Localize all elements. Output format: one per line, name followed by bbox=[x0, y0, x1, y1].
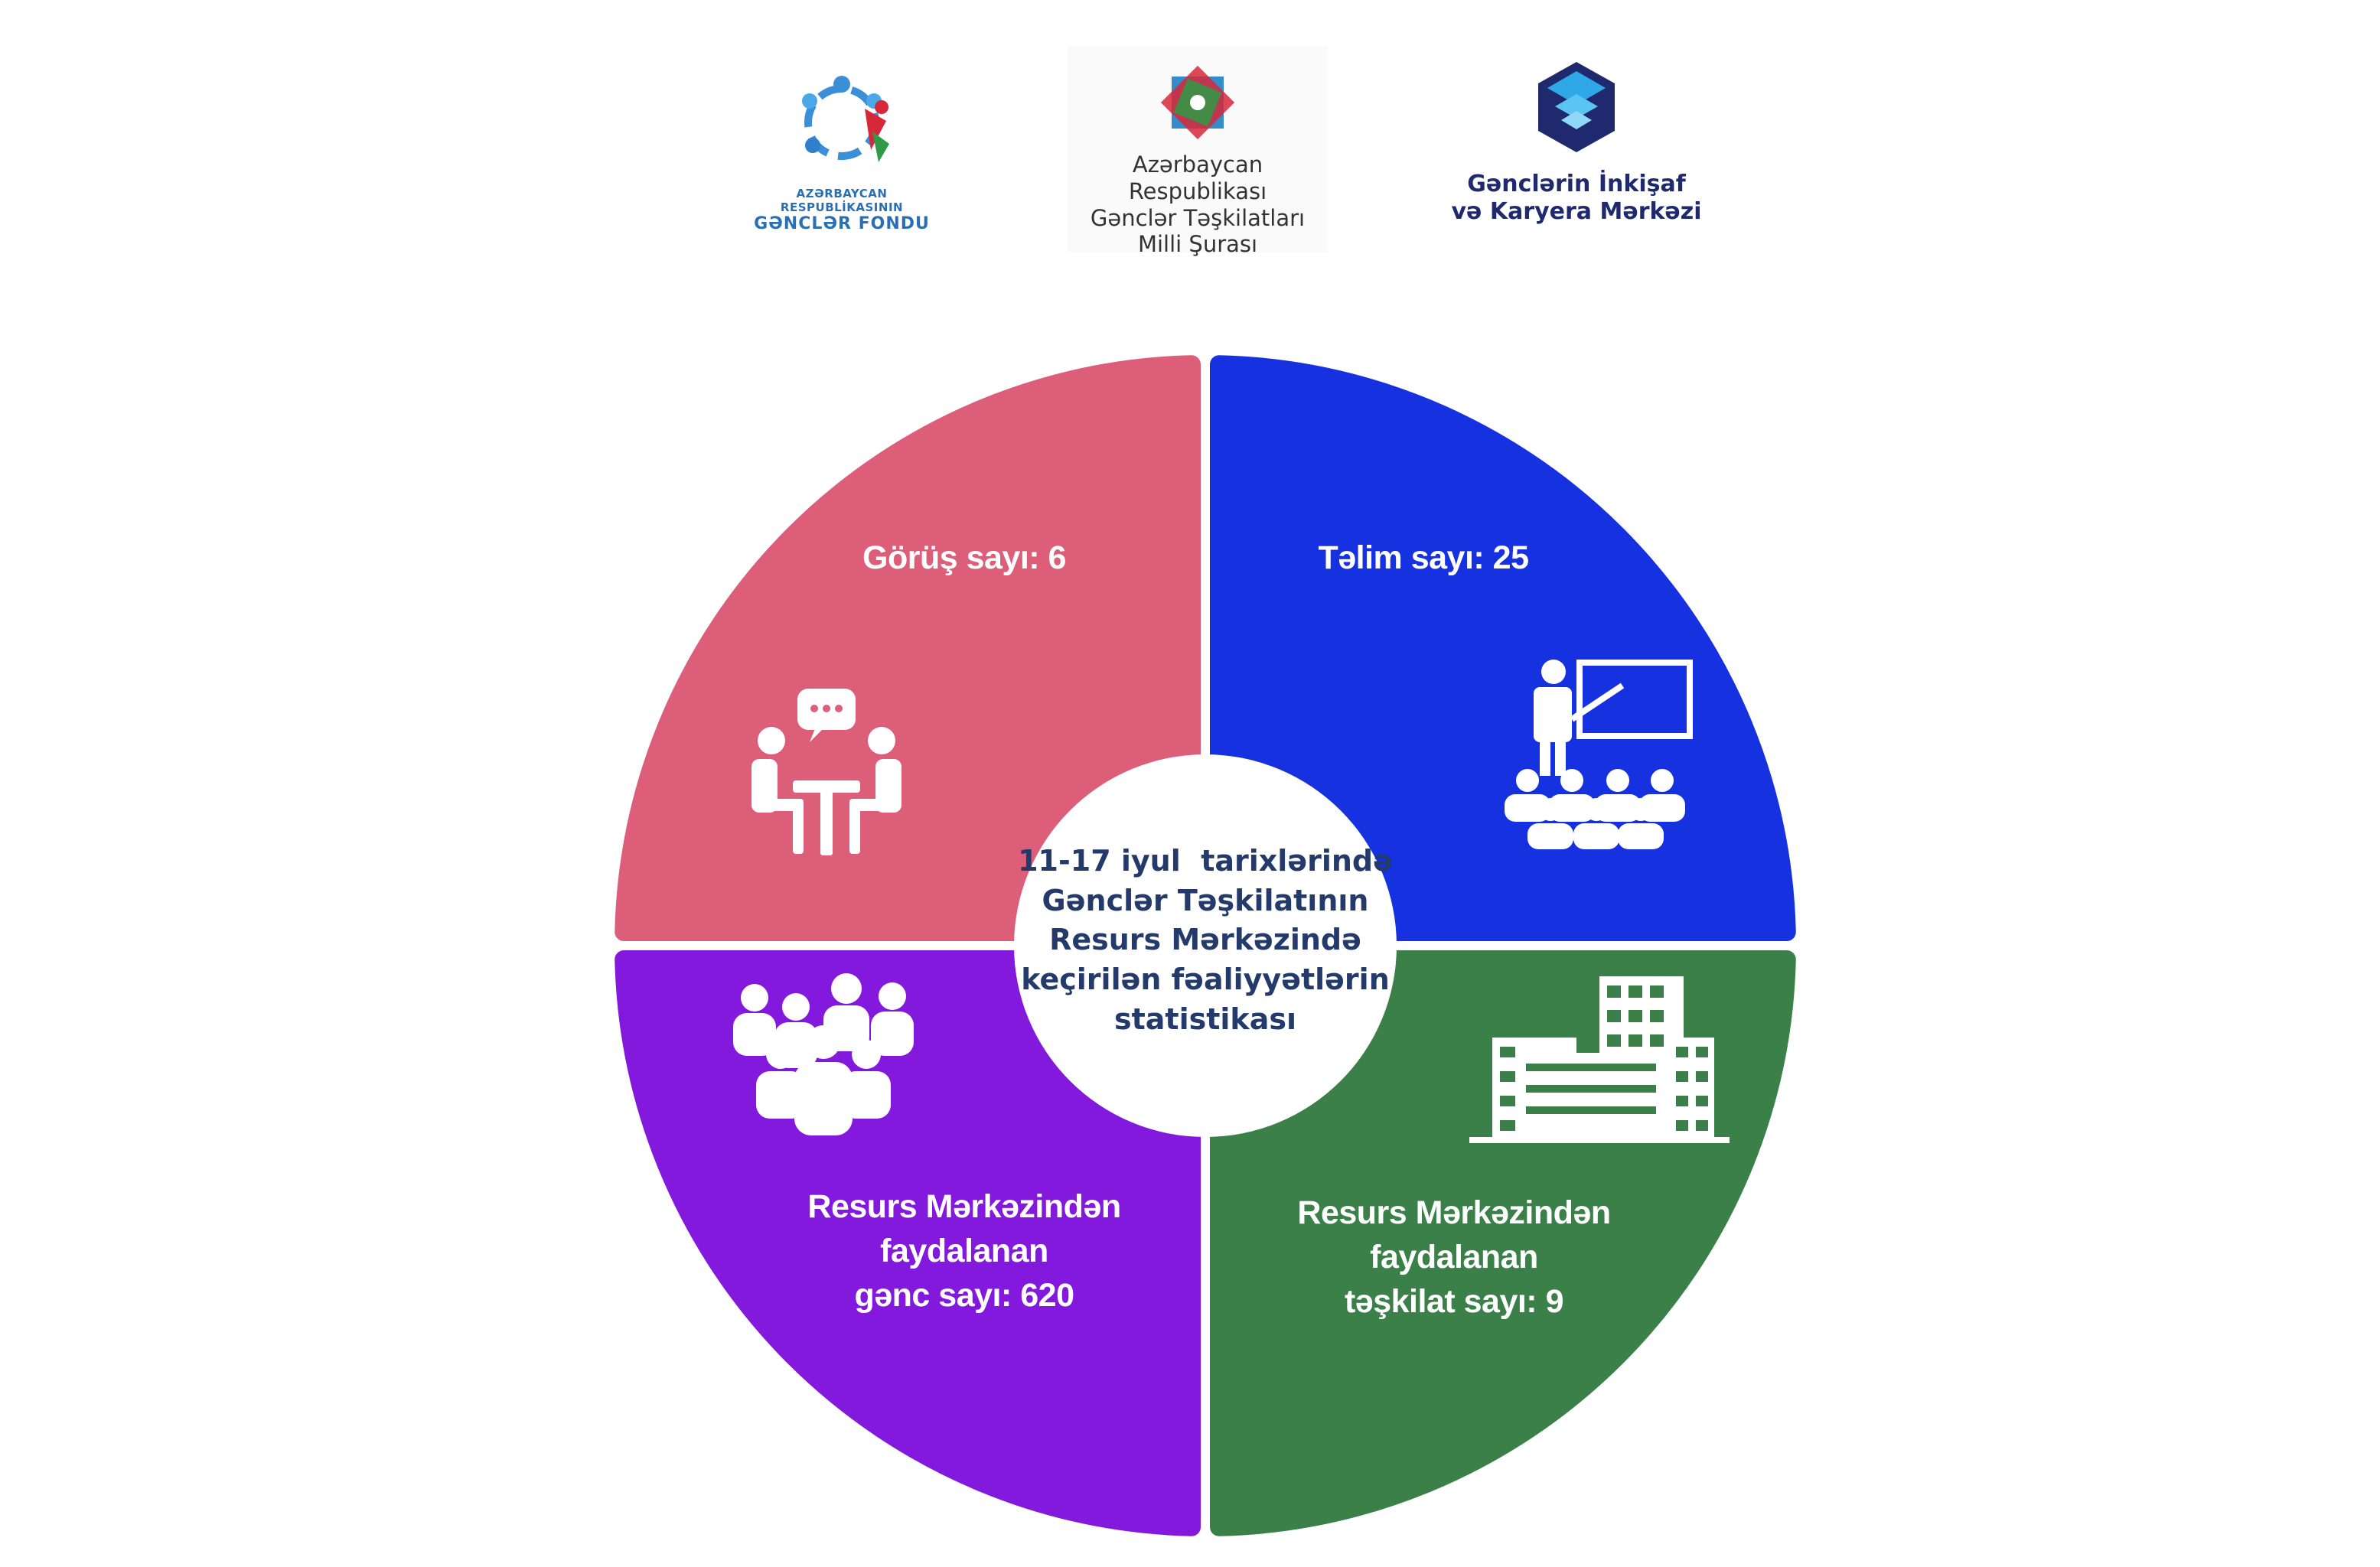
center-title-line1: 11-17 iyul tarixlərində bbox=[1018, 844, 1393, 878]
center-circle bbox=[1014, 754, 1397, 1137]
fund-line2: GƏNCLƏR FONDU bbox=[754, 214, 930, 233]
council-line2: Gənclər Təşkilatları bbox=[1090, 204, 1306, 231]
star-emblem-icon bbox=[1160, 65, 1235, 140]
center-title-line2: Gənclər Təşkilatının bbox=[1042, 883, 1369, 917]
youth-line3: gənc sayı: 620 bbox=[854, 1277, 1074, 1315]
orgs-line3: təşkilat sayı: 9 bbox=[1344, 1283, 1564, 1321]
layered-shield-icon bbox=[1538, 62, 1615, 152]
office-building-icon bbox=[1469, 976, 1730, 1143]
segment-label-meetings: Görüş sayı: 6 bbox=[811, 536, 1117, 580]
center-line1: Gənclərin İnkişaf bbox=[1467, 171, 1686, 197]
segment-label-youth: Resurs Mərkəzindən faydalanan gənc sayı:… bbox=[781, 1184, 1148, 1318]
youth-line2: faydalanan bbox=[880, 1233, 1048, 1270]
people-group-icon bbox=[733, 973, 914, 1135]
segment-label-trainings: Təlim sayı: 25 bbox=[1270, 536, 1576, 580]
center-title-line5: statistikası bbox=[1114, 1002, 1296, 1036]
center-title: 11-17 iyul tarixlərində Gənclər Təşkilat… bbox=[987, 842, 1423, 1039]
meeting-icon bbox=[751, 689, 901, 855]
fund-line1: AZƏRBAYCAN RESPUBLİKASININ bbox=[780, 187, 904, 214]
council-line1: Azərbaycan Respublikası bbox=[1128, 151, 1267, 204]
council-logo: Azərbaycan Respublikası Gənclər Təşkilat… bbox=[1068, 46, 1328, 257]
center-title-line4: keçirilən fəaliyyətlərin bbox=[1021, 963, 1390, 997]
meetings-count: Görüş sayı: 6 bbox=[862, 539, 1066, 576]
center-title-line3: Resurs Mərkəzində bbox=[1049, 923, 1361, 957]
youth-fund-figures-icon bbox=[802, 76, 889, 162]
council-line3: Milli Şurası bbox=[1137, 231, 1258, 258]
orgs-line2: faydalanan bbox=[1370, 1239, 1538, 1276]
orgs-line1: Resurs Mərkəzindən bbox=[1297, 1194, 1611, 1231]
youth-line1: Resurs Mərkəzindən bbox=[807, 1188, 1121, 1225]
youth-fund-logo: AZƏRBAYCAN RESPUBLİKASININ GƏNCLƏR FONDU bbox=[750, 61, 934, 234]
center-line2: və Karyera Mərkəzi bbox=[1451, 198, 1702, 225]
career-center-logo: Gənclərin İnkişaf və Karyera Mərkəzi bbox=[1446, 57, 1707, 226]
segment-label-organizations: Resurs Mərkəzindən faydalanan təşkilat s… bbox=[1255, 1191, 1653, 1324]
training-presentation-icon bbox=[1505, 660, 1693, 849]
trainings-count: Təlim sayı: 25 bbox=[1318, 539, 1529, 576]
